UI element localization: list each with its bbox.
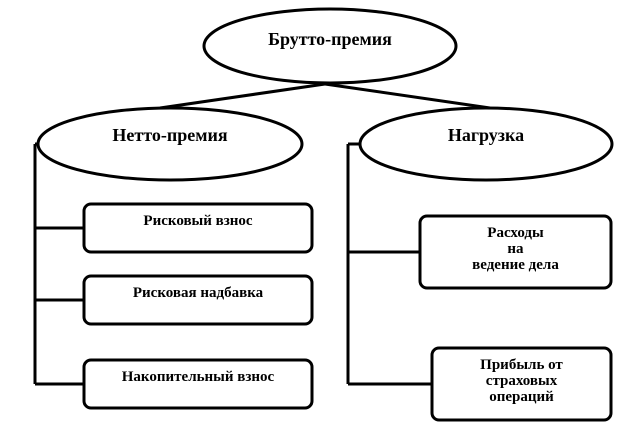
expenses-box	[418, 214, 613, 290]
root-label: Брутто-премия	[268, 29, 392, 49]
savings-premium-label: Накопительный взнос	[121, 369, 275, 385]
profit-box	[430, 346, 613, 422]
risk-premium-label: Рисковый взнос	[143, 213, 253, 229]
risk-loading-box	[82, 274, 314, 326]
profit-label: Прибыль от страховых операций	[480, 357, 563, 405]
root-ellipse	[202, 7, 458, 85]
nagruzka-label: Нагрузка	[447, 125, 525, 145]
connector-root-left	[159, 82, 326, 110]
risk-premium-box	[82, 202, 314, 254]
expenses-label: Расходы на ведение дела	[472, 225, 559, 273]
nagruzka-ellipse	[358, 106, 614, 182]
savings-premium-box	[82, 358, 314, 410]
netto-ellipse	[36, 106, 304, 182]
netto-label: Нетто-премия	[112, 125, 228, 145]
risk-loading-label: Рисковая надбавка	[132, 285, 264, 301]
connector-root-right	[324, 82, 491, 110]
